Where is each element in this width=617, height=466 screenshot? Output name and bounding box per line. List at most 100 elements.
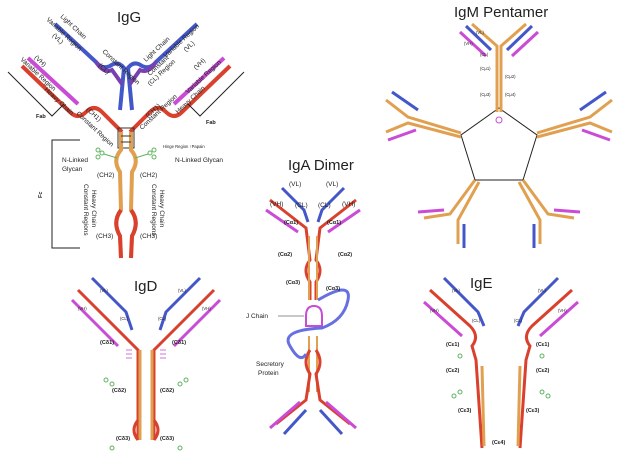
ige-title: IgE	[470, 275, 493, 292]
igd-stem	[138, 350, 154, 440]
igd-vl-left	[90, 276, 134, 331]
igd-heavy-left	[76, 288, 140, 440]
igm-monomer-top	[458, 22, 540, 112]
ige-heavy-right	[518, 288, 574, 449]
igg-ch3-right	[129, 208, 138, 259]
igg-label-hc-constant-right2: Constant Regions	[150, 184, 157, 236]
igg-label-constant-region-right2: Constant Region	[139, 93, 179, 131]
igm-monomer-lower-left	[417, 179, 481, 248]
igd-vl-right	[158, 276, 202, 331]
igd-vh-left	[70, 298, 120, 348]
ige-glycans	[451, 353, 551, 399]
iga-label-ca3-left: (Cα3)	[286, 280, 300, 286]
iga-lower-vl-right	[318, 408, 344, 436]
igg-vh-left	[26, 56, 80, 106]
igd-ch-lower	[132, 419, 160, 441]
iga-lower-stem	[308, 336, 318, 392]
igg-label-ch2-left: (CH2)	[97, 172, 114, 179]
igd-label-cd1-right: (Cδ1)	[172, 340, 186, 346]
igm-pentagon-core	[460, 107, 538, 181]
igd-title: IgD	[134, 278, 158, 295]
igg-fab-bracket-right	[187, 71, 245, 117]
igg-label-fc: Fc	[38, 192, 44, 198]
iga-lower-vh-right	[325, 400, 357, 430]
igg-label-ch3-right: (CH3)	[140, 233, 157, 240]
ige-label-cl-left: (CL)	[472, 318, 481, 323]
iga-label-ca1-right: (Cα1)	[327, 220, 341, 226]
ige-label-ce2-left: (Cε2)	[446, 368, 459, 374]
iga-label-ca2-right: (Cα2)	[338, 252, 352, 258]
igg-fc-bracket	[51, 139, 80, 249]
igg-label-hc-constant-right: Heavy Chain	[158, 190, 165, 228]
igd-label-vl-right: (VL)	[178, 288, 187, 293]
ige-label-ce4: (Cε4)	[492, 440, 505, 446]
igm-label-cm1: (Cμ1)	[480, 66, 491, 71]
ige-structure: IgE (VL) (VL) (VH) (VH) (CL) (CL) (Cε1) …	[422, 275, 580, 449]
ige-label-vh-left: (VH)	[430, 308, 439, 313]
ige-vl-left	[442, 276, 486, 327]
igm-label-vh: (VH)	[464, 41, 473, 46]
iga-label-vh-left: (VH)	[270, 201, 283, 208]
igd-label-cd3-right: (Cδ3)	[160, 436, 174, 442]
ige-label-ce3-left: (Cε3)	[458, 408, 471, 414]
igd-glycans	[103, 377, 189, 451]
igg-cl-left	[94, 60, 124, 86]
iga-upper-vh-right	[327, 208, 361, 234]
ige-label-ce1-left: (Cε1)	[446, 342, 459, 348]
ige-label-vh-right: (VH)	[558, 308, 567, 313]
igg-glycan-right	[134, 147, 157, 160]
igm-title: IgM Pentamer	[454, 4, 548, 21]
igm-structure: IgM Pentamer	[385, 4, 613, 248]
igg-heavy-chain-left-arm	[20, 64, 124, 134]
iga-label-j-chain: J Chain	[246, 313, 268, 320]
iga-label-vl-right: (VL)	[326, 181, 338, 188]
ige-vh-right	[538, 300, 580, 338]
igd-label-vh-left: (VH)	[78, 306, 87, 311]
igg-label-cl-left: (CL)	[97, 62, 111, 76]
igm-label-cm4: (Cμ4)	[505, 92, 516, 97]
igm-monomer-left	[385, 90, 462, 142]
iga-upper-vh-left	[265, 208, 299, 234]
iga-label-vh-right: (VH)	[342, 201, 355, 208]
ige-label-vl-left: (VL)	[452, 288, 461, 293]
igg-label-ch3-left: (CH3)	[96, 233, 113, 240]
igm-j-chain-center	[495, 116, 503, 124]
igd-label-vl-left: (VL)	[100, 288, 109, 293]
igd-label-cd3-left: (Cδ3)	[116, 436, 130, 442]
iga-lower-heavy-right	[314, 349, 351, 426]
igd-structure: IgD (VL) (VL) (VH) (VH) (CL) (CL) (Cδ1) …	[70, 276, 222, 451]
ige-label-ce1-right: (Cε1)	[536, 342, 549, 348]
igm-label-cm2: (Cμ2)	[505, 74, 516, 79]
iga-upper-stem	[308, 236, 318, 300]
iga-upper-vl-left	[280, 186, 310, 223]
igd-label-cd2-left: (Cδ2)	[112, 388, 126, 394]
igg-fab-bracket-left	[7, 71, 65, 117]
iga-label-protein: Protein	[258, 370, 279, 377]
igd-label-cd1-left: (Cδ1)	[100, 340, 114, 346]
iga-structure: IgA Dimer (VL) (VL) (VH) (VH) (CL) (CL) …	[246, 157, 361, 436]
iga-secretory-protein	[286, 288, 350, 360]
iga-title: IgA Dimer	[288, 157, 354, 174]
ige-label-cl-right: (CL)	[514, 318, 523, 323]
iga-lower-vl-left	[282, 408, 308, 436]
igd-label-vh-right: (VH)	[202, 306, 211, 311]
iga-upper-heavy-right	[314, 198, 357, 300]
igm-label-cm3: (Cμ3)	[480, 92, 491, 97]
igg-label-hc-constant-left: Heavy Chain	[90, 190, 97, 228]
igm-label-vl: (VL)	[476, 30, 485, 35]
igg-label-n-linked-right: N-Linked Glycan	[175, 157, 223, 164]
igm-monomer-right	[536, 90, 613, 142]
igg-label-fab-left: Fab	[36, 114, 46, 120]
igd-label-cd2-right: (Cδ2)	[160, 388, 174, 394]
igg-vh-right	[172, 56, 226, 106]
igg-label-hinge: Hinge Region ↑Papain	[163, 144, 205, 149]
iga-lower-heavy-left	[275, 349, 312, 426]
igg-label-fab-right: Fab	[206, 120, 216, 126]
igg-label-ch2-right: (CH2)	[140, 172, 157, 179]
igg-ch3-left	[114, 208, 123, 259]
igg-label-heavy-chain-left: Heavy Chain	[43, 86, 75, 117]
iga-label-secretory: Secretory	[256, 361, 285, 368]
iga-lower-vh-left	[269, 400, 301, 430]
